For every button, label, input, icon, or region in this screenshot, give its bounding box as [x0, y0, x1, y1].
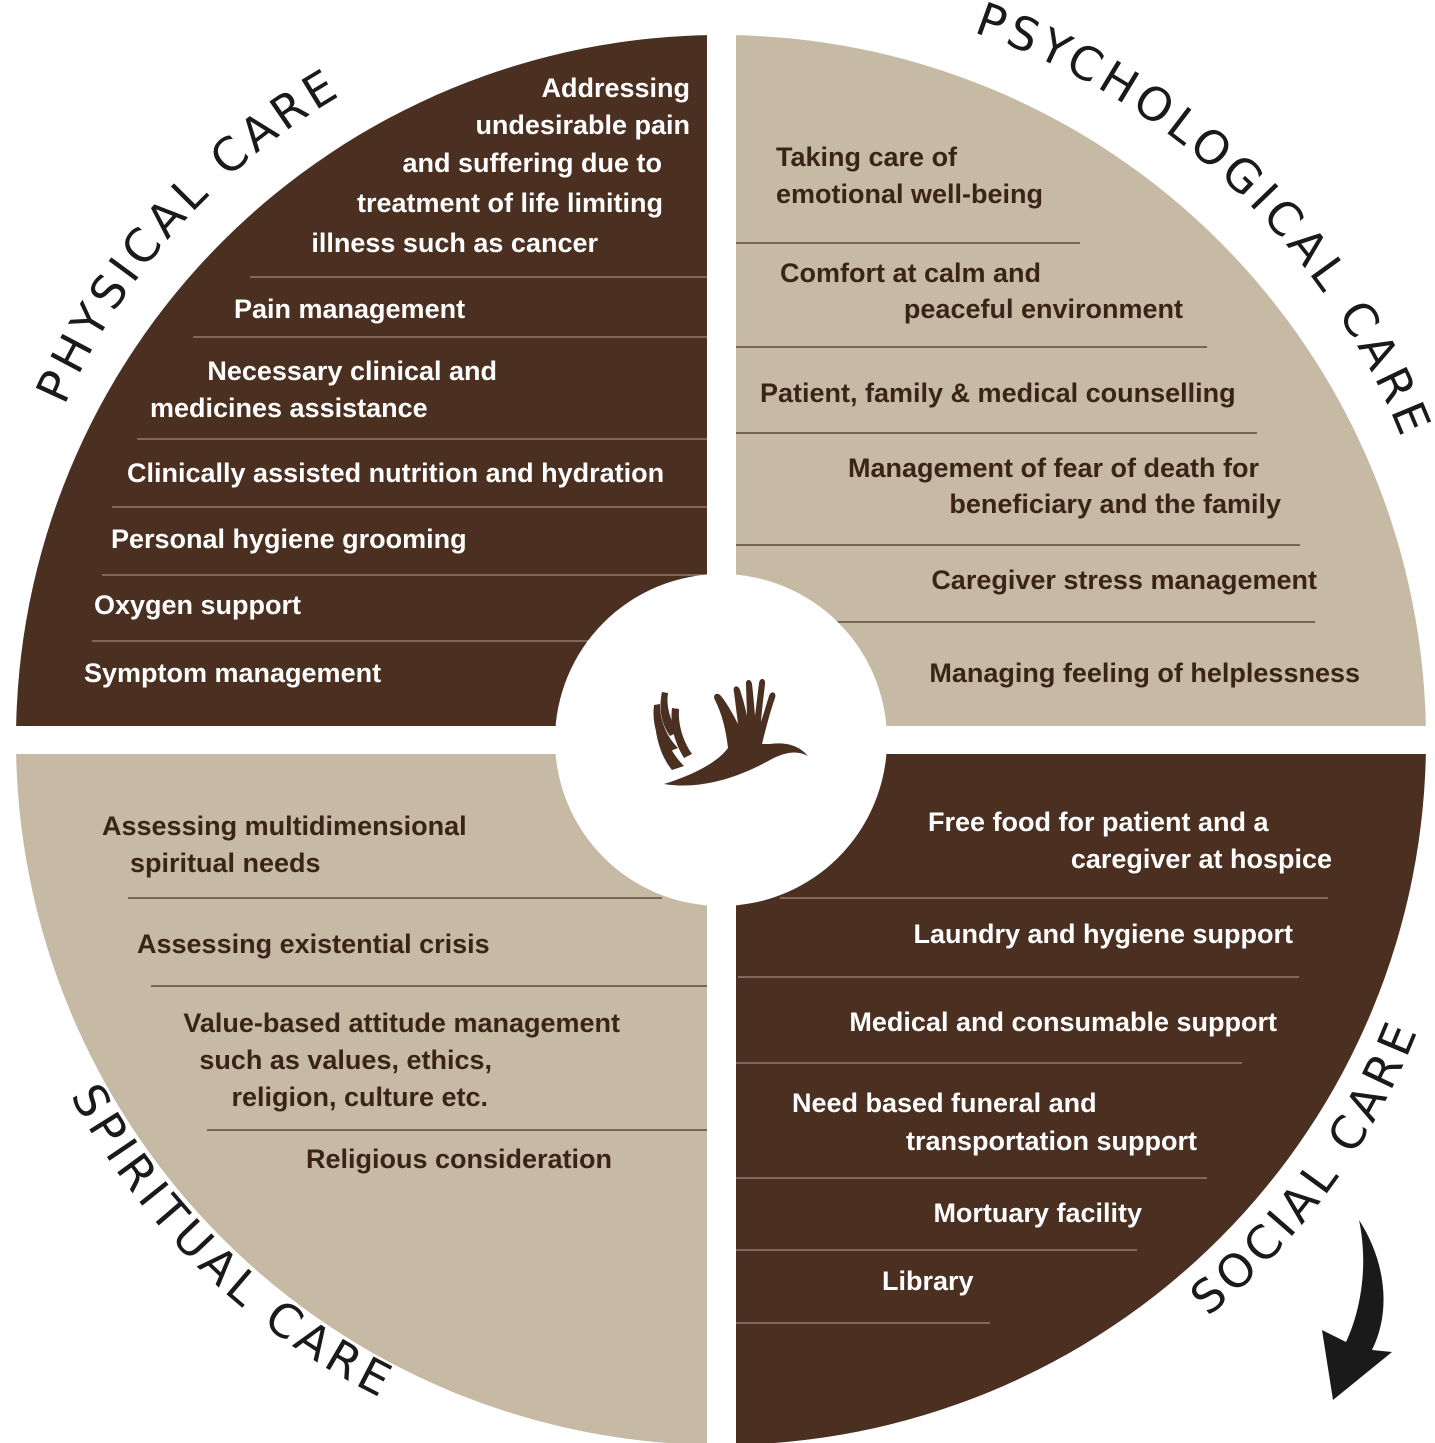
physical-care-item-line: Oxygen support	[94, 590, 301, 620]
physical-care-item: Oxygen support	[94, 590, 301, 620]
psychological-care-item: Taking care of emotional well-being	[776, 142, 1043, 209]
psychological-care-item-line: Management of fear of death for	[848, 453, 1260, 483]
psychological-care-item-line: beneficiary and the family	[949, 489, 1281, 519]
social-care-item: Library	[882, 1266, 974, 1296]
psychological-care-item-line: peaceful environment	[904, 294, 1183, 324]
social-care-item-line: Medical and consumable support	[849, 1007, 1277, 1037]
spiritual-care-item-line: Assessing existential crisis	[137, 929, 490, 959]
social-care-item-line: Laundry and hygiene support	[913, 919, 1293, 949]
quadrant-spiritual-bg	[16, 754, 707, 1443]
social-care-item-line: Mortuary facility	[933, 1198, 1142, 1228]
spiritual-care-item-line: spiritual needs	[130, 848, 321, 878]
psychological-care-item-line: Taking care of	[776, 142, 958, 172]
psychological-care-item: Managing feeling of helplessness	[929, 658, 1360, 688]
spiritual-care-item: Assessing existential crisis	[137, 929, 490, 959]
physical-care-item: Addressing undesirable pain and suffering …	[311, 73, 690, 258]
physical-care-item-line: Necessary clinical and	[207, 356, 497, 386]
psychological-care-item-line: Patient, family & medical counselling	[760, 378, 1236, 408]
psychological-care-item-line: Comfort at calm and	[780, 258, 1041, 288]
spiritual-care-item: Assessing multidimensional spiritual need…	[102, 811, 467, 878]
physical-care-item-line: treatment of life limiting	[357, 188, 663, 218]
physical-care-item-line: and suffering due to	[403, 148, 663, 178]
physical-care-item: Pain management	[234, 294, 465, 324]
social-care-item-line: Free food for patient and a	[928, 807, 1270, 837]
hands-icon	[653, 678, 808, 786]
physical-care-item-line: Symptom management	[84, 658, 381, 688]
spiritual-care-item: Value-based attitude management such as v…	[183, 1008, 620, 1112]
social-care-item: Need based funeral and transportation sup…	[792, 1088, 1197, 1156]
physical-care-item-line: Clinically assisted nutrition and hydrat…	[127, 458, 664, 488]
care-items: Addressing undesirable pain and suffering …	[84, 73, 1360, 1296]
physical-care-item: Necessary clinical and medicines assistan…	[150, 356, 497, 423]
psychological-care-item: Patient, family & medical counselling	[760, 378, 1236, 408]
social-care-item: Mortuary facility	[933, 1198, 1142, 1228]
center-circle	[555, 574, 887, 906]
quadrant-physical-bg	[16, 35, 707, 726]
physical-care-item-line: Addressing	[541, 73, 690, 103]
physical-care-item: Clinically assisted nutrition and hydrat…	[127, 458, 664, 488]
psychological-care-item: Comfort at calm and peaceful environment	[780, 258, 1183, 324]
psychological-care-item: Management of fear of death for beneficia…	[848, 453, 1281, 519]
physical-care-item: Personal hygiene grooming	[111, 524, 467, 554]
social-care-item-line: caregiver at hospice	[1071, 844, 1332, 874]
physical-care-item-line: undesirable pain	[475, 110, 690, 140]
psychological-care-item-line: Caregiver stress management	[931, 565, 1317, 595]
quadrant-psychological-bg	[736, 35, 1426, 726]
social-care-item: Free food for patient and a caregiver at …	[928, 807, 1332, 874]
spiritual-care-item: Religious consideration	[306, 1144, 612, 1174]
spiritual-care-item-line: religion, culture etc.	[231, 1082, 488, 1112]
spiritual-care-item-line: Value-based attitude management	[183, 1008, 620, 1038]
psychological-care-item-line: Managing feeling of helplessness	[929, 658, 1360, 688]
spiritual-care-item-line: such as values, ethics,	[199, 1045, 492, 1075]
physical-care-item-line: Personal hygiene grooming	[111, 524, 467, 554]
physical-care-item-line: Pain management	[234, 294, 465, 324]
physical-care-item-line: illness such as cancer	[311, 228, 598, 258]
psychological-care-item-line: emotional well-being	[776, 179, 1043, 209]
social-care-item: Medical and consumable support	[849, 1007, 1277, 1037]
item-dividers	[92, 242, 1328, 1324]
social-care-item-line: Library	[882, 1266, 974, 1296]
psychological-care-item: Caregiver stress management	[931, 565, 1317, 595]
social-care-item: Laundry and hygiene support	[913, 919, 1293, 949]
physical-care-item: Symptom management	[84, 658, 381, 688]
spiritual-care-item-line: Assessing multidimensional	[102, 811, 467, 841]
curved-arrow-icon	[1322, 1220, 1392, 1400]
spiritual-care-item-line: Religious consideration	[306, 1144, 612, 1174]
social-care-item-line: Need based funeral and	[792, 1088, 1097, 1118]
quadrant-social-bg	[736, 754, 1426, 1443]
social-care-item-line: transportation support	[906, 1126, 1197, 1156]
physical-care-item-line: medicines assistance	[150, 393, 428, 423]
